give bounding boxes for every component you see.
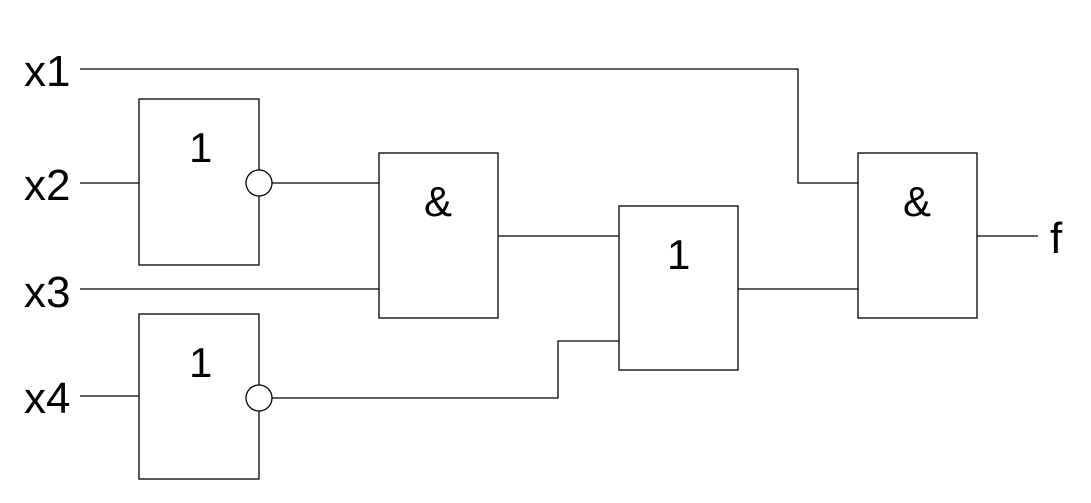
input-label-x3: x3 [24, 268, 70, 317]
gate-symbol-or: 1 [667, 231, 690, 278]
input-label-x2: x2 [24, 161, 70, 210]
input-label-x4: x4 [24, 374, 70, 423]
gate-symbol-not-x4: 1 [189, 339, 212, 386]
gate-symbol-and-output: & [903, 178, 931, 225]
and-gate-output [857, 152, 978, 319]
input-label-x1: x1 [24, 47, 70, 96]
or-gate [618, 205, 739, 371]
and-gate-1 [378, 152, 499, 319]
not-gate-x2 [138, 98, 260, 266]
not-gate-x4 [138, 313, 260, 480]
inverter-bubble-x2 [245, 169, 273, 197]
gate-symbol-and-1: & [424, 178, 452, 225]
wire-x1-to-and-out [80, 68, 858, 184]
wire-not-x4-to-or [272, 340, 619, 399]
inverter-bubble-x4 [245, 384, 273, 412]
gate-symbol-not-x2: 1 [189, 124, 212, 171]
output-label-f: f [1050, 214, 1063, 263]
